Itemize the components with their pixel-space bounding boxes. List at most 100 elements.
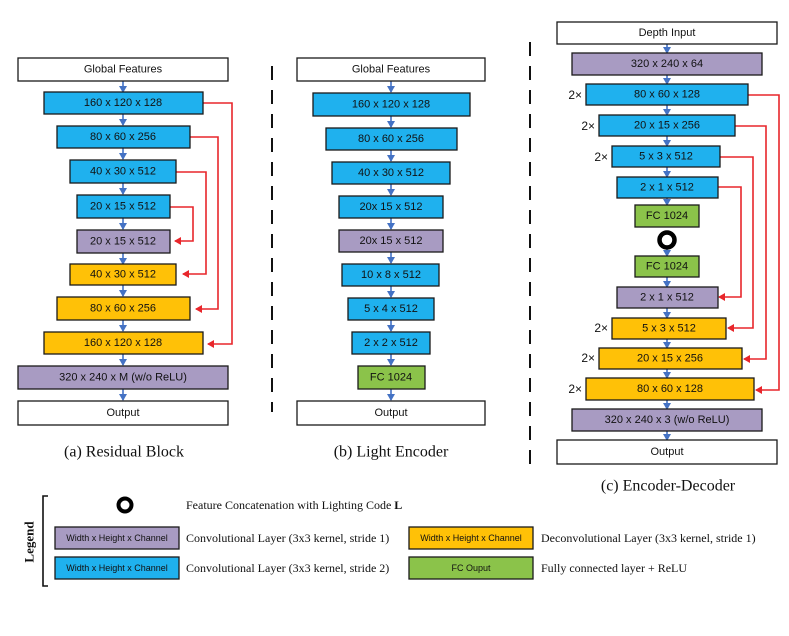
panel-b-caption: (b) Light Encoder bbox=[334, 444, 449, 461]
legend-concat-description: Feature Concatenation with Lighting Code bbox=[186, 498, 394, 512]
a-block-conv-5-label: 20 x 15 x 512 bbox=[90, 236, 156, 248]
c-block-conv-2 bbox=[585, 83, 749, 106]
c-block-deconv-2 bbox=[598, 347, 743, 370]
c-block-conv-5-label: 2 x 1 x 512 bbox=[640, 182, 694, 194]
panel-light-encoder: Global Features 160 x 120 x 128 80 x 60 … bbox=[296, 57, 486, 461]
legend-swatch-conv-stride1 bbox=[54, 526, 180, 550]
a-block-conv-3-label: 40 x 30 x 512 bbox=[90, 166, 156, 178]
a-block-conv-1 bbox=[43, 91, 204, 115]
c-block-deconv-purple-label: 2 x 1 x 512 bbox=[640, 292, 694, 304]
a-block-conv-2 bbox=[56, 125, 191, 149]
legend-swatch-fc-label: FC Ouput bbox=[451, 563, 491, 573]
b-block-global-features-label: Global Features bbox=[352, 64, 431, 76]
panel-c-caption: (c) Encoder-Decoder bbox=[601, 478, 736, 495]
panel-c-skip-arrows bbox=[718, 94, 780, 394]
b-block-fc-label: FC 1024 bbox=[370, 372, 412, 384]
c-mult-conv-2: 2× bbox=[568, 88, 582, 102]
c-block-depth-input bbox=[556, 21, 778, 45]
b-block-conv-8-label: 2 x 2 x 512 bbox=[364, 337, 418, 349]
c-block-conv-4 bbox=[611, 145, 721, 168]
b-block-conv-3 bbox=[331, 161, 451, 185]
c-block-depth-input-label: Depth Input bbox=[639, 27, 696, 39]
a-block-deconv-2 bbox=[56, 296, 191, 321]
a-block-conv-out bbox=[17, 365, 229, 390]
b-block-conv-8 bbox=[351, 331, 431, 355]
legend-concat-symbol: L bbox=[394, 498, 402, 512]
b-block-conv-4 bbox=[338, 195, 444, 219]
c-block-deconv-1 bbox=[611, 317, 727, 340]
legend-swatch-fc bbox=[408, 556, 534, 580]
b-block-conv-2 bbox=[325, 127, 458, 151]
b-block-conv-3-label: 40 x 30 x 512 bbox=[358, 167, 424, 179]
c-block-conv-2-label: 80 x 60 x 128 bbox=[634, 89, 700, 101]
a-block-output-label: Output bbox=[106, 407, 139, 419]
a-block-conv-4-label: 20 x 15 x 512 bbox=[90, 201, 156, 213]
concatenation-ring-icon bbox=[657, 230, 677, 250]
c-block-deconv-3-label: 80 x 60 x 128 bbox=[637, 383, 703, 395]
c-block-deconv-3 bbox=[585, 377, 755, 401]
c-block-conv-out bbox=[571, 408, 763, 432]
c-block-output bbox=[556, 439, 778, 465]
b-block-conv-6 bbox=[341, 263, 440, 287]
b-block-fc bbox=[357, 365, 426, 390]
c-block-fc-1-label: FC 1024 bbox=[646, 210, 688, 222]
a-block-conv-4 bbox=[76, 194, 171, 219]
legend-swatch-conv-stride2 bbox=[54, 556, 180, 580]
legend-swatch-conv-stride2-label: Width x Height x Channel bbox=[66, 563, 168, 573]
a-block-conv-2-label: 80 x 60 x 256 bbox=[90, 131, 156, 143]
b-block-output bbox=[296, 400, 486, 426]
legend-text-conv-stride1: Convolutional Layer (3x3 kernel, stride … bbox=[186, 531, 389, 545]
panel-a-caption: (a) Residual Block bbox=[64, 444, 184, 461]
a-block-deconv-3 bbox=[43, 331, 204, 355]
legend-swatch-deconv-label: Width x Height x Channel bbox=[420, 533, 522, 543]
b-block-conv-7 bbox=[347, 297, 435, 321]
c-mult-conv-3: 2× bbox=[581, 119, 595, 133]
legend-text-deconv: Deconvolutional Layer (3x3 kernel, strid… bbox=[541, 531, 756, 545]
c-block-fc-2 bbox=[634, 255, 700, 278]
a-block-conv-3 bbox=[69, 159, 177, 184]
legend-swatch-conv-stride1-label: Width x Height x Channel bbox=[66, 533, 168, 543]
legend-swatch-deconv bbox=[408, 526, 534, 550]
a-block-conv-1-label: 160 x 120 x 128 bbox=[84, 97, 162, 109]
c-mult-deconv-2: 2× bbox=[581, 351, 595, 365]
c-block-deconv-1-label: 5 x 3 x 512 bbox=[642, 323, 696, 335]
b-block-conv-6-label: 10 x 8 x 512 bbox=[361, 269, 421, 281]
a-block-global-features-label: Global Features bbox=[84, 64, 163, 76]
c-block-fc-1 bbox=[634, 204, 700, 228]
c-mult-conv-4: 2× bbox=[594, 150, 608, 164]
c-block-conv-3 bbox=[598, 114, 736, 137]
c-block-fc-2-label: FC 1024 bbox=[646, 261, 688, 273]
panel-residual-block: Global Features 160 x 120 x 128 80 x 60 … bbox=[17, 57, 233, 461]
a-block-global-features bbox=[17, 57, 229, 82]
c-block-conv-out-label: 320 x 240 x 3 (w/o ReLU) bbox=[605, 414, 730, 426]
legend-title: Legend bbox=[22, 521, 37, 563]
legend-text-conv-stride2: Convolutional Layer (3x3 kernel, stride … bbox=[186, 561, 389, 575]
a-block-deconv-3-label: 160 x 120 x 128 bbox=[84, 337, 162, 349]
legend-concat-text: Feature Concatenation with Lighting Code… bbox=[186, 498, 402, 512]
legend-text-fc: Fully connected layer + ReLU bbox=[541, 561, 687, 575]
legend-bracket bbox=[42, 495, 48, 587]
b-block-conv-1 bbox=[312, 92, 471, 117]
b-block-global-features bbox=[296, 57, 486, 82]
c-mult-deconv-3: 2× bbox=[568, 382, 582, 396]
c-block-conv-4-label: 5 x 3 x 512 bbox=[639, 151, 693, 163]
b-block-conv-5-label: 20x 15 x 512 bbox=[360, 235, 423, 247]
b-block-output-label: Output bbox=[374, 407, 407, 419]
b-block-conv-2-label: 80 x 60 x 256 bbox=[358, 133, 424, 145]
c-block-conv-1 bbox=[571, 52, 763, 76]
c-block-deconv-purple bbox=[616, 286, 719, 309]
panel-encoder-decoder: Depth Input 320 x 240 x 64 2× 80 x 60 x … bbox=[556, 21, 780, 495]
b-block-conv-4-label: 20x 15 x 512 bbox=[360, 201, 423, 213]
a-block-conv-out-label: 320 x 240 x M (w/o ReLU) bbox=[59, 372, 187, 384]
b-block-conv-5 bbox=[338, 229, 444, 253]
c-mult-deconv-1: 2× bbox=[594, 321, 608, 335]
a-block-deconv-2-label: 80 x 60 x 256 bbox=[90, 303, 156, 315]
a-block-deconv-1-label: 40 x 30 x 512 bbox=[90, 269, 156, 281]
legend-concatenation-ring-icon bbox=[116, 496, 134, 514]
a-block-deconv-1 bbox=[69, 263, 177, 286]
c-block-conv-5 bbox=[616, 176, 719, 199]
b-block-conv-1-label: 160 x 120 x 128 bbox=[352, 99, 430, 111]
c-block-output-label: Output bbox=[650, 446, 683, 458]
b-block-conv-7-label: 5 x 4 x 512 bbox=[364, 303, 418, 315]
